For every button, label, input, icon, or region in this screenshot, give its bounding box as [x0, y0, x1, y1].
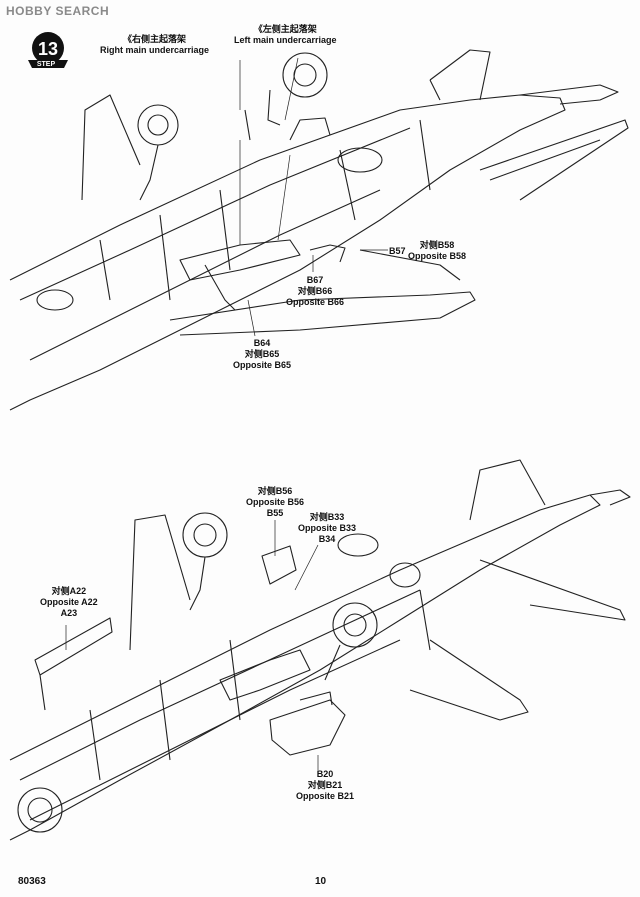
callout-part: B67	[306, 275, 324, 285]
step-badge: 13 STEP	[24, 30, 72, 70]
callout-opp: 对侧B58	[419, 240, 455, 250]
callout-opp: 对侧B66	[297, 286, 333, 296]
callout-part: B57	[389, 246, 406, 256]
callout-opp: 对侧B65	[244, 349, 280, 359]
callout-en: Opposite B33	[298, 523, 357, 533]
page-number: 10	[315, 876, 327, 887]
top-aircraft-view	[9, 49, 629, 411]
callout-en: Left main undercarriage	[234, 35, 337, 45]
callout-b20-b21: B20 对侧B21 Opposite B21	[296, 769, 354, 802]
callout-opp: 对侧A22	[51, 586, 87, 596]
callout-en: Right main undercarriage	[100, 45, 210, 55]
callout-en: Opposite B66	[286, 297, 345, 307]
callout-part: B34	[318, 534, 336, 544]
callout-part: A23	[60, 608, 78, 618]
callout-en: Opposite B21	[296, 791, 355, 801]
callout-opp: 对侧B21	[307, 780, 343, 790]
callout-b55-b56: 对侧B56 Opposite B56 B55	[246, 486, 304, 519]
callout-b57: B57	[389, 246, 406, 257]
callout-en: Opposite B56	[246, 497, 305, 507]
callout-en: Opposite B65	[233, 360, 292, 370]
callout-opp: 对侧B33	[309, 512, 345, 522]
callout-b58: 对侧B58 Opposite B58	[408, 240, 466, 262]
callout-en: Opposite A22	[40, 597, 98, 607]
callout-b33-b34: 对侧B33 Opposite B33 B34	[298, 512, 356, 545]
callout-part: B64	[253, 338, 271, 348]
callout-a22-a23: 对侧A22 Opposite A22 A23	[40, 586, 98, 619]
callout-part: B55	[266, 508, 284, 518]
callout-right-main-undercarriage: 《右侧主起落架 Right main undercarriage	[100, 34, 209, 56]
kit-number: 80363	[18, 876, 46, 887]
step-label: STEP	[37, 61, 56, 68]
callout-part: B20	[316, 769, 334, 779]
bottom-aircraft-view	[9, 459, 631, 841]
watermark: HOBBY SEARCH	[6, 4, 110, 18]
step-number: 13	[38, 39, 58, 59]
callout-b67: B67 对侧B66 Opposite B66	[286, 275, 344, 308]
callout-left-main-undercarriage: 《左侧主起落架 Left main undercarriage	[234, 24, 337, 46]
callout-b64: B64 对侧B65 Opposite B65	[233, 338, 291, 371]
callout-zh: 《左侧主起落架	[253, 24, 317, 34]
callout-zh: 《右侧主起落架	[123, 34, 187, 44]
callout-opp: 对侧B56	[257, 486, 293, 496]
callout-en: Opposite B58	[408, 251, 467, 261]
